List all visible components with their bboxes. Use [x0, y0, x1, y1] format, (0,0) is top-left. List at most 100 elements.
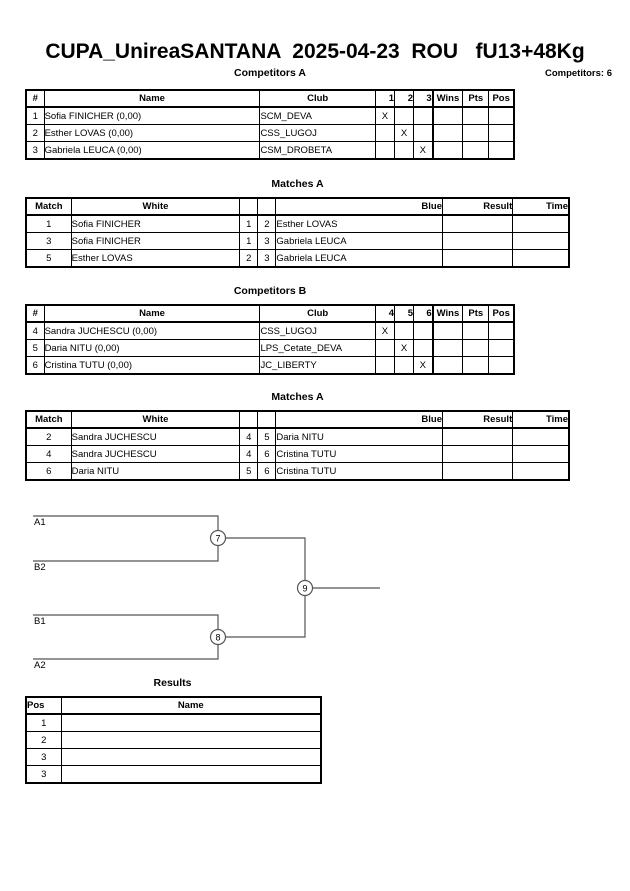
bracket-node-9-label: 9 [302, 584, 307, 594]
cell-time[interactable] [512, 427, 570, 446]
cell-club: CSS_LUGOJ [259, 124, 376, 142]
col-name: Name [60, 696, 322, 715]
cell-opponent-4 [374, 356, 395, 375]
col-wins: Wins [431, 89, 464, 108]
cell-pos: 3 [25, 765, 62, 784]
table-row[interactable]: 4 Sandra JUCHESCU 4 6 Cristina TUTU [25, 445, 570, 463]
cell-pos: 1 [25, 713, 62, 732]
cell-pos: 2 [25, 731, 62, 749]
cell-name[interactable] [60, 765, 322, 784]
cell-name[interactable] [60, 713, 322, 732]
table-header-row: Pos Name [25, 696, 322, 715]
cell-opponent-6: X [413, 356, 434, 375]
cell-name: Sandra JUCHESCU (0,00) [43, 321, 261, 340]
cell-opponent-4: X [374, 321, 395, 340]
cell-time[interactable] [512, 445, 570, 463]
table-row[interactable]: 3 Sofia FINICHER 1 3 Gabriela LEUCA [25, 232, 570, 250]
col-opponent-1: 1 [374, 89, 395, 108]
col-name: Name [43, 89, 261, 108]
cell-club: CSS_LUGOJ [259, 321, 376, 340]
table-header-row: # Name Club 1 2 3 Wins Pts Pos [25, 89, 515, 108]
table-row[interactable]: 1 [25, 713, 322, 732]
cell-opponent-1: X [374, 106, 395, 125]
col-number: # [25, 89, 45, 108]
cell-opponent-3 [413, 124, 434, 142]
cell-wins [431, 124, 464, 142]
cell-blue: Esther LOVAS [275, 214, 443, 233]
cell-opponent-5 [393, 321, 415, 340]
cell-white: Sofia FINICHER [70, 232, 241, 250]
cell-wins [431, 141, 464, 160]
col-pts: Pts [462, 89, 490, 108]
cell-match: 2 [25, 427, 72, 446]
competitors-a-table: # Name Club 1 2 3 Wins Pts Pos 1 Sofia F… [25, 89, 515, 160]
matches-a-table: Match White Blue Result Time 1 Sofia FIN… [25, 197, 570, 268]
cell-opponent-2 [393, 106, 415, 125]
table-row[interactable]: 2 Esther LOVAS (0,00) CSS_LUGOJ X [25, 124, 515, 142]
bracket-node-9-circle [296, 579, 314, 597]
table-row[interactable]: 6 Daria NITU 5 6 Cristina TUTU [25, 462, 570, 481]
cell-white-number: 4 [239, 427, 259, 446]
table-row[interactable]: 5 Daria NITU (0,00) LPS_Cetate_DEVA X [25, 339, 515, 357]
cell-pos: 3 [25, 748, 62, 766]
cell-time[interactable] [512, 462, 570, 481]
cell-opponent-6 [413, 339, 434, 357]
cell-white-number: 1 [239, 232, 259, 250]
cell-result[interactable] [441, 232, 514, 250]
table-row[interactable]: 2 Sandra JUCHESCU 4 5 Daria NITU [25, 427, 570, 446]
cell-blue-number: 5 [257, 427, 277, 446]
cell-pts [462, 321, 490, 340]
cell-white: Esther LOVAS [70, 249, 241, 268]
matches-a-title: Matches A [271, 178, 324, 190]
table-row[interactable]: 3 [25, 765, 322, 784]
cell-opponent-4 [374, 339, 395, 357]
table-header-row: Match White Blue Result Time [25, 197, 570, 216]
cell-match: 1 [25, 214, 72, 233]
table-row[interactable]: 5 Esther LOVAS 2 3 Gabriela LEUCA [25, 249, 570, 268]
cell-pts [462, 356, 490, 375]
cell-blue-number: 3 [257, 249, 277, 268]
cell-name[interactable] [60, 748, 322, 766]
col-number: # [25, 304, 45, 323]
cell-name[interactable] [60, 731, 322, 749]
col-white-number [239, 410, 259, 429]
col-match: Match [25, 410, 72, 429]
col-opponent-6: 6 [413, 304, 434, 323]
col-club: Club [259, 89, 376, 108]
bracket-line-a1 [33, 515, 219, 531]
cell-blue: Cristina TUTU [275, 462, 443, 481]
table-row[interactable]: 1 Sofia FINICHER 1 2 Esther LOVAS [25, 214, 570, 233]
cell-time[interactable] [512, 232, 570, 250]
cell-opponent-5: X [393, 339, 415, 357]
cell-blue-number: 6 [257, 462, 277, 481]
col-white: White [70, 197, 241, 216]
col-pos: Pos [488, 304, 515, 323]
table-row[interactable]: 4 Sandra JUCHESCU (0,00) CSS_LUGOJ X [25, 321, 515, 340]
cell-pos [488, 339, 515, 357]
table-row[interactable]: 3 [25, 748, 322, 766]
results-title: Results [153, 677, 192, 689]
cell-opponent-2: X [393, 124, 415, 142]
col-name: Name [43, 304, 261, 323]
matches-b-table: Match White Blue Result Time 2 Sandra JU… [25, 410, 570, 481]
cell-name: Cristina TUTU (0,00) [43, 356, 261, 375]
table-row[interactable]: 1 Sofia FINICHER (0,00) SCM_DEVA X [25, 106, 515, 125]
cell-white: Sandra JUCHESCU [70, 445, 241, 463]
cell-result[interactable] [441, 214, 514, 233]
cell-result[interactable] [441, 249, 514, 268]
cell-result[interactable] [441, 445, 514, 463]
table-row[interactable]: 6 Cristina TUTU (0,00) JC_LIBERTY X [25, 356, 515, 375]
cell-white-number: 1 [239, 214, 259, 233]
cell-result[interactable] [441, 427, 514, 446]
cell-match: 6 [25, 462, 72, 481]
cell-match: 5 [25, 249, 72, 268]
cell-result[interactable] [441, 462, 514, 481]
table-row[interactable]: 2 [25, 731, 322, 749]
cell-blue: Daria NITU [275, 427, 443, 446]
cell-opponent-5 [393, 356, 415, 375]
cell-blue: Cristina TUTU [275, 445, 443, 463]
cell-time[interactable] [512, 249, 570, 268]
cell-time[interactable] [512, 214, 570, 233]
table-row[interactable]: 3 Gabriela LEUCA (0,00) CSM_DROBETA X [25, 141, 515, 160]
cell-white-number: 5 [239, 462, 259, 481]
